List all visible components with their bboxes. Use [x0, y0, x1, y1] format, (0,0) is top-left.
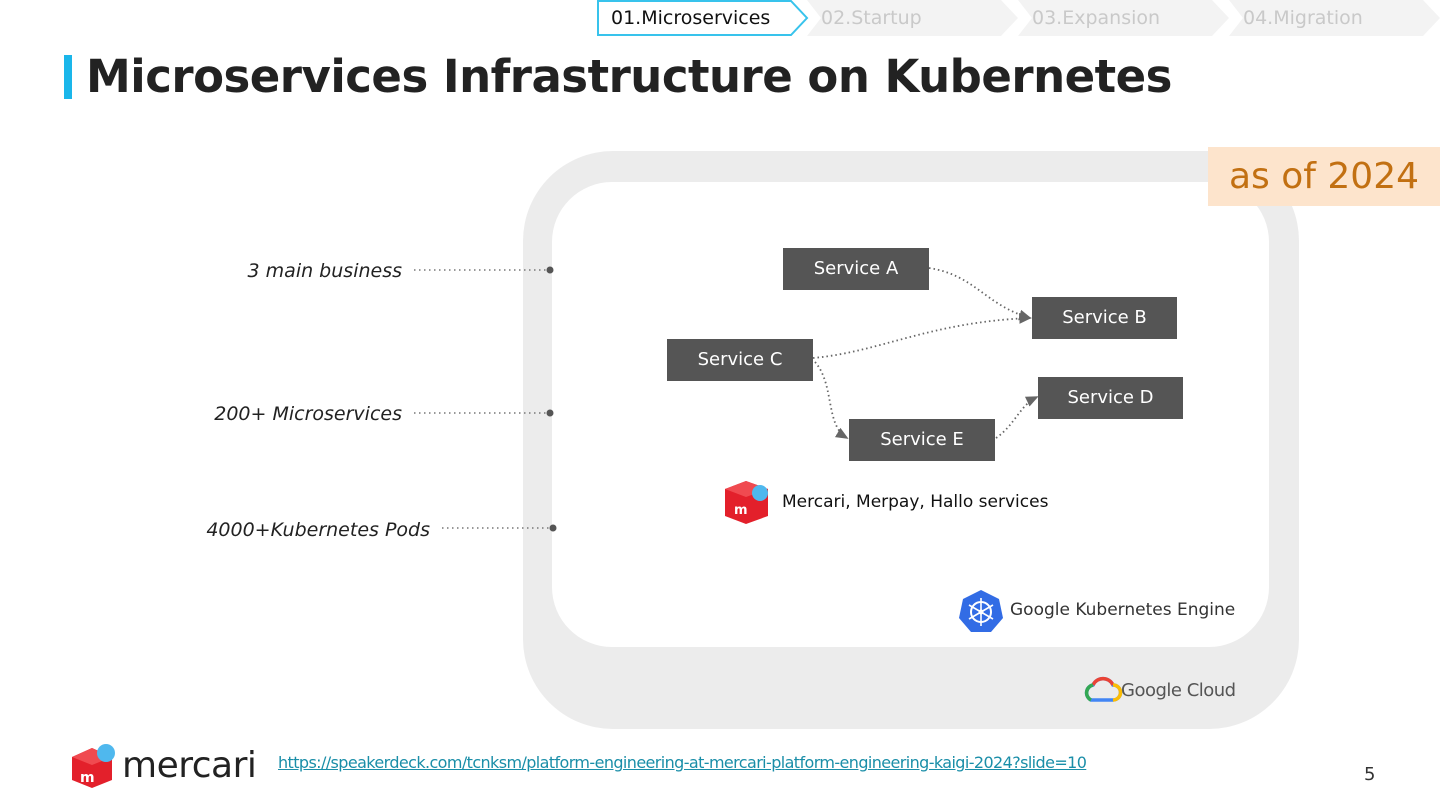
label-microservices-count: 200+ Microservices: [214, 403, 402, 425]
kubernetes-icon: [959, 590, 1003, 632]
label-pods-count: 4000+Kubernetes Pods: [206, 519, 430, 541]
connector-e-d: [995, 396, 1039, 439]
connector-c-e: [814, 361, 849, 439]
step-arrow-shape: [597, 0, 809, 36]
service-b-box: Service B: [1032, 297, 1177, 339]
year-badge: as of 2024: [1208, 147, 1440, 206]
service-c-box: Service C: [667, 339, 813, 381]
step-label: 04.Migration: [1243, 7, 1363, 29]
mercari-wordmark: mercari: [122, 745, 257, 786]
service-d-box: Service D: [1038, 377, 1183, 419]
step-label: 02.Startup: [821, 7, 922, 29]
service-a-box: Service A: [783, 248, 929, 290]
step-expansion[interactable]: 03.Expansion: [1018, 0, 1230, 36]
connector-a-b: [928, 267, 1032, 321]
step-label: 03.Expansion: [1032, 7, 1161, 29]
title-accent-bar: [64, 55, 72, 99]
svg-text:m: m: [734, 503, 748, 518]
service-e-box: Service E: [849, 419, 995, 461]
connector-c-b: [812, 313, 1032, 359]
label-main-business: 3 main business: [247, 260, 402, 282]
page-title: Microservices Infrastructure on Kubernet…: [86, 50, 1172, 103]
year-badge-text: as of 2024: [1228, 156, 1420, 197]
step-label: 01.Microservices: [611, 7, 771, 29]
leader-dot: [546, 266, 554, 274]
step-arrow-shape: [1018, 0, 1229, 36]
google-cloud-icon: [1084, 676, 1123, 702]
step-startup[interactable]: 02.Startup: [807, 0, 1019, 36]
step-navigation: 01.Microservices 02.Startup 03.Expansion…: [597, 0, 1440, 36]
step-arrow-shape: [1229, 0, 1440, 36]
step-microservices[interactable]: 01.Microservices: [597, 0, 809, 36]
svg-text:m: m: [80, 770, 95, 786]
step-arrow-shape: [807, 0, 1018, 36]
mercari-logo-icon: m: [72, 744, 115, 788]
source-link[interactable]: https://speakerdeck.com/tcnksm/platform-…: [278, 753, 1087, 772]
leader-dot: [549, 524, 557, 532]
google-cloud-caption: Google Cloud: [1121, 680, 1236, 701]
gke-caption: Google Kubernetes Engine: [1010, 600, 1236, 620]
mercari-cube-icon: m: [725, 481, 768, 524]
step-migration[interactable]: 04.Migration: [1229, 0, 1440, 36]
leader-dot: [546, 409, 554, 417]
services-caption: Mercari, Merpay, Hallo services: [782, 492, 1049, 512]
page-number: 5: [1364, 764, 1376, 785]
